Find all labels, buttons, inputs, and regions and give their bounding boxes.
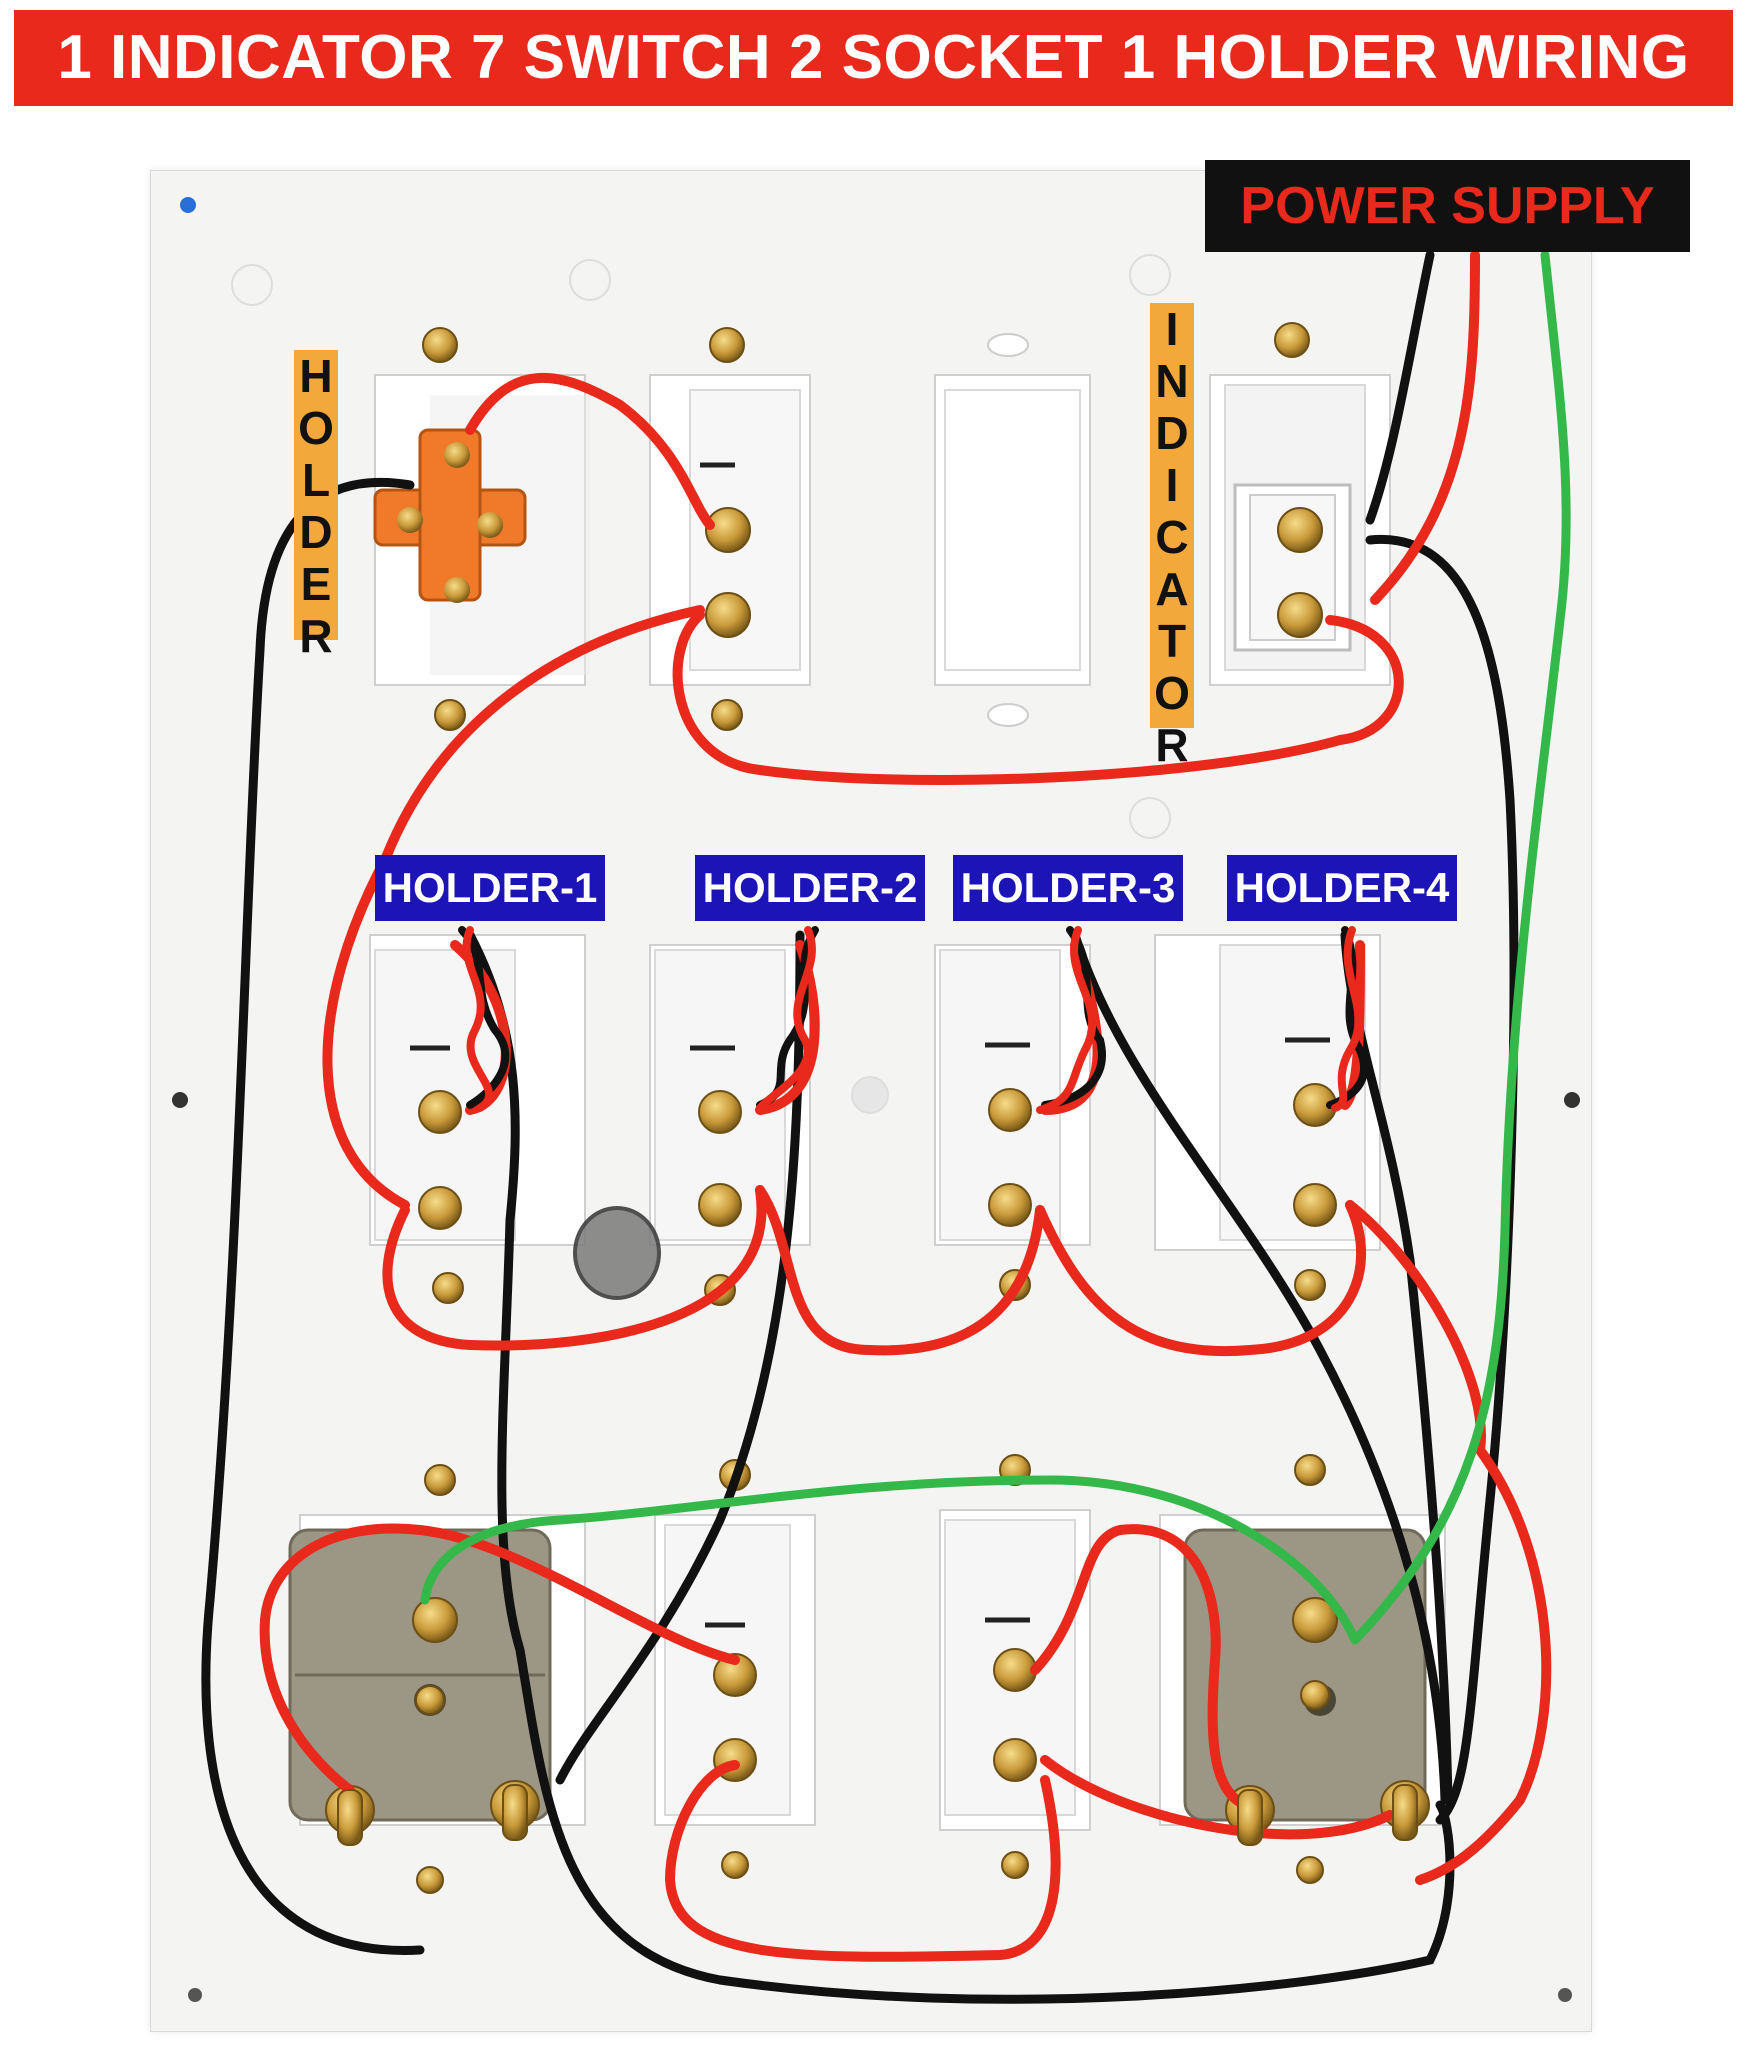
vertical-letter: I [1165, 459, 1179, 511]
socket-right [1159, 1514, 1446, 1826]
holder-1-label: HOLDER-1 [375, 855, 605, 921]
board-mount-hole [172, 1092, 188, 1108]
board-mount-hole [180, 197, 196, 213]
batten-holder [373, 428, 527, 603]
vertical-letter: A [1155, 563, 1189, 615]
board-knockout [851, 1076, 889, 1114]
vertical-letter: R [299, 610, 333, 662]
vertical-letter: D [1155, 407, 1189, 459]
vertical-letter: L [301, 454, 331, 506]
blank-plate [934, 333, 1091, 727]
neutral-wires [201, 250, 1519, 2004]
vertical-letter: O [298, 402, 334, 454]
vertical-letter: I [1165, 303, 1179, 355]
bulb-knob [573, 1206, 661, 1300]
board-mount-hole [188, 1988, 202, 2002]
vertical-letter: R [1155, 719, 1189, 771]
page-title: 1 INDICATOR 7 SWITCH 2 SOCKET 1 HOLDER W… [14, 10, 1733, 106]
switch-holder-4 [1154, 934, 1381, 1251]
vertical-letter: C [1155, 511, 1189, 563]
board-mount-hole [1558, 1988, 1572, 2002]
socket-pins [337, 1784, 1418, 1846]
vertical-letter: T [1157, 615, 1187, 667]
vertical-letter: O [1154, 667, 1190, 719]
holder-4-label: HOLDER-4 [1227, 855, 1457, 921]
vertical-letter: H [299, 350, 333, 402]
board-knockout [1129, 254, 1171, 296]
board-knockout [1129, 797, 1171, 839]
board-knockout [231, 264, 273, 306]
vertical-letter: E [300, 558, 332, 610]
power-supply-label: POWER SUPPLY [1205, 160, 1690, 252]
board-mount-hole [1564, 1092, 1580, 1108]
vertical-letter: N [1155, 355, 1189, 407]
holder-3-label: HOLDER-3 [953, 855, 1183, 921]
board-knockout [569, 259, 611, 301]
vertical-letter: D [299, 506, 333, 558]
twisted-pairs [458, 926, 1369, 1114]
holder-2-label: HOLDER-2 [695, 855, 925, 921]
earth-wire [420, 250, 1571, 1645]
